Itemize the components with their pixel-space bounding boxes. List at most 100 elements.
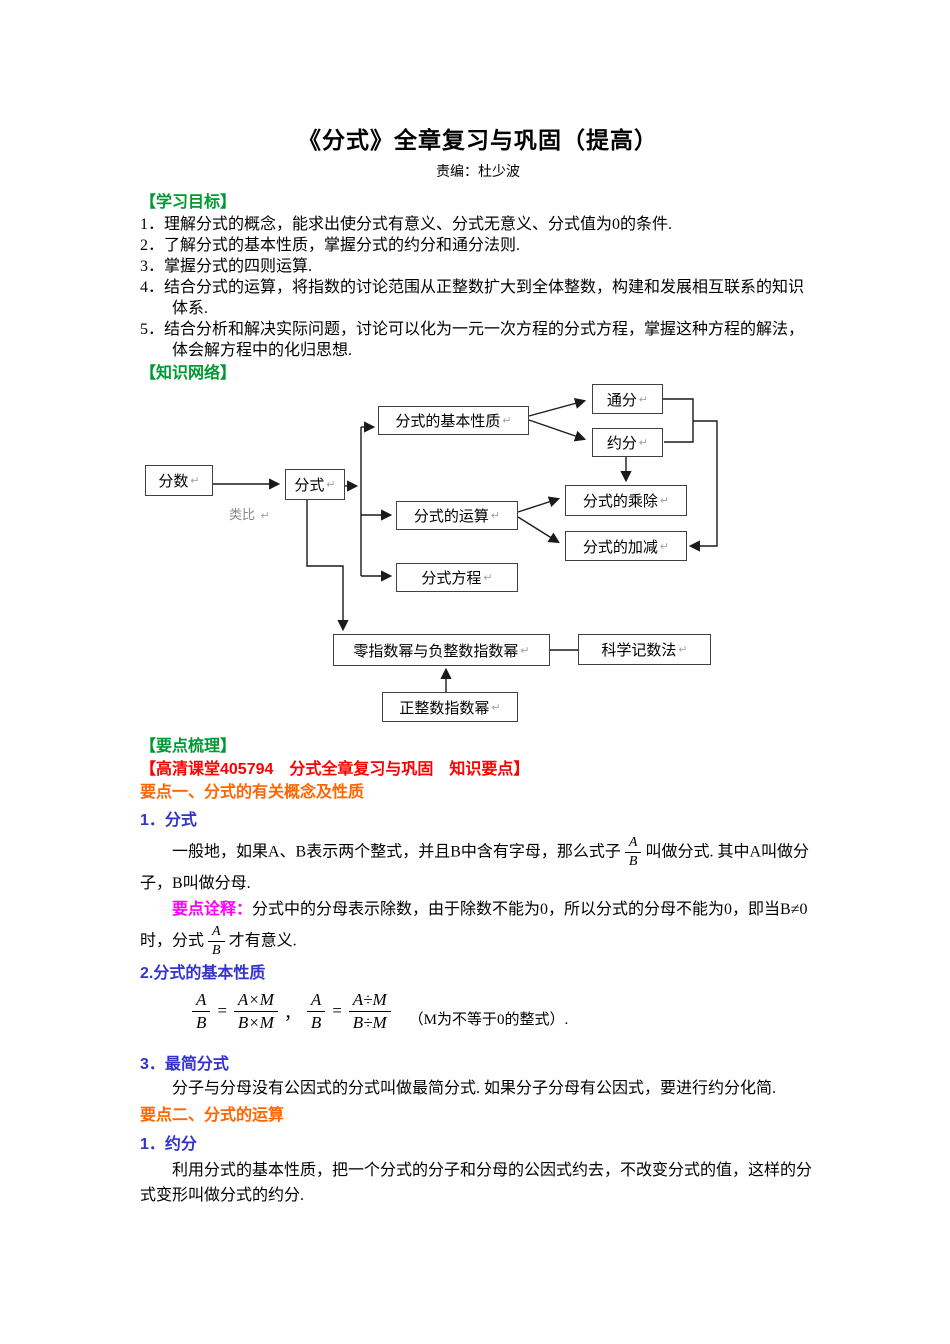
list-item: 4．结合分式的运算，将指数的讨论范围从正整数扩大到全体整数，构建和发展相互联系的… [140, 279, 805, 317]
connector-basic-tongfen [528, 397, 587, 417]
return-mark: ↵ [260, 510, 270, 522]
analogy-text: 类比 [229, 507, 256, 522]
node-fraction-number: 分数↵ [145, 465, 213, 496]
connector-yunsuan-jiajian [517, 516, 560, 544]
diagram-connectors [213, 397, 718, 692]
objectives-list: 1．理解分式的概念，能求出使分式有意义、分式无意义、分式值为0的条件. 2．了解… [140, 214, 816, 361]
return-mark: ↵ [638, 437, 649, 449]
node-yunsuan: 分式的运算↵ [396, 501, 518, 530]
fraction-numerator: A [192, 990, 211, 1012]
return-mark: ↵ [190, 475, 200, 487]
node-fangcheng: 分式方程↵ [396, 563, 518, 592]
node-fenshi: 分式↵ [285, 469, 345, 500]
node-tongfen: 通分↵ [592, 384, 663, 414]
fraction-denominator: B [628, 854, 638, 870]
node-scientific-notation: 科学记数法↵ [578, 634, 711, 665]
simplest-fraction-paragraph: 分子与分母没有公因式的分式叫做最简分式. 如果分子分母有公因式，要进行约分化简. [172, 1080, 777, 1098]
heading-objectives: 【学习目标】 [140, 194, 237, 211]
key-annotation-paragraph: 要点诠释：分式中的分母表示除数，由于除数不能为0，所以分式的分母不能为0，即当B… [140, 898, 816, 961]
formula-condition-note: （M为不等于0的整式）. [408, 1012, 569, 1029]
node-zero-negative-exponent: 零指数幂与负整数指数幂↵ [333, 634, 550, 666]
list-item: 5．结合分析和解决实际问题，讨论可以化为一元一次方程的分式方程，掌握这种方程的解… [140, 321, 805, 359]
return-mark: ↵ [491, 701, 501, 714]
node-label: 通分 [606, 391, 637, 409]
fraction-numerator: A [624, 835, 642, 854]
fraction-denominator: B [310, 1012, 322, 1032]
heading-hd-classroom: 【高清课堂405794 分式全章复习与巩固 知识要点】 [140, 761, 530, 778]
analogy-label: 类比 ↵ [229, 504, 270, 523]
node-label: 分式 [294, 477, 325, 494]
return-mark: ↵ [659, 495, 670, 507]
equals-sign: = [331, 1001, 343, 1021]
node-label: 分式的基本性质 [395, 413, 501, 430]
return-mark: ↵ [502, 415, 512, 427]
annotation-label: 要点诠释： [172, 901, 253, 919]
connector-bracket-jiajian [688, 420, 718, 552]
list-item: 3．掌握分式的四则运算. [140, 258, 313, 275]
heading-simplest-fraction: 3．最简分式 [140, 1056, 229, 1074]
fraction-denominator: B [196, 1012, 207, 1032]
node-label: 正整数指数幂 [399, 699, 490, 717]
document-body: 《分式》全章复习与巩固（提高） 责编：杜少波 【学习目标】 1．理解分式的概念，… [140, 120, 816, 1208]
node-chengchu: 分式的乘除↵ [565, 485, 687, 516]
definition-text-after: 叫做分式. 其中A叫做分子，B叫做分母. [140, 843, 810, 893]
return-mark: ↵ [638, 393, 649, 406]
heading-basic-property: 2.分式的基本性质 [140, 965, 266, 983]
reduction-paragraph: 利用分式的基本性质，把一个分式的分子和分母的公因式约去，不改变分式的值，这样的分… [140, 1162, 813, 1205]
node-label: 分式方程 [421, 570, 482, 587]
knowledge-network-diagram: 分数↵ 分式↵ 分式的基本性质↵ 通分↵ 约分↵ 分式的运算↵ 分式的乘除↵ 分… [0, 376, 950, 736]
return-mark: ↵ [490, 510, 501, 522]
annotation-line1: 分式中的分母表示除数，由于除数不能为0，所以分式的分母不能为0，即 [252, 901, 765, 919]
heading-yuefen: 1．约分 [140, 1136, 197, 1154]
connector-basic-yuefen [528, 419, 587, 442]
node-yuefen: 约分↵ [592, 428, 663, 457]
list-item: 2．了解分式的基本性质，掌握分式的约分和通分法则. [140, 237, 521, 254]
fraction-numerator: A×M [233, 990, 278, 1012]
heading-fenshi: 1．分式 [140, 812, 197, 829]
return-mark: ↵ [483, 572, 493, 584]
page-title: 《分式》全章复习与巩固（提高） [298, 127, 658, 153]
heading-point-one: 要点一、分式的有关概念及性质 [140, 784, 365, 801]
definition-text-before: 一般地，如果A、B表示两个整式，并且B中含有字母，那么式子 [172, 843, 621, 861]
fraction-denominator: B [212, 943, 221, 959]
return-mark: ↵ [520, 644, 530, 657]
connector-fenshi-zhishumi [306, 500, 349, 632]
node-label: 分式的加减 [582, 538, 658, 556]
heading-knowledge-network: 【知识网络】 [140, 365, 237, 382]
node-label: 零指数幂与负整数指数幂 [353, 642, 519, 660]
fraction-denominator: B×M [237, 1012, 274, 1032]
equals-sign: = [216, 1001, 228, 1021]
heading-key-points: 【要点梳理】 [140, 738, 237, 755]
node-label: 分式的乘除 [582, 493, 658, 510]
node-jiajian: 分式的加减↵ [565, 531, 687, 561]
return-mark: ↵ [659, 540, 670, 553]
node-label: 分式的运算 [413, 508, 489, 525]
node-label: 科学记数法 [601, 642, 677, 659]
annotation-line2-before: 当B≠0时，分式 [140, 901, 808, 950]
comma-separator: ， [283, 1003, 301, 1023]
node-positive-exponent: 正整数指数幂↵ [382, 692, 518, 722]
connector-yunsuan-chengchu [517, 496, 561, 513]
connector-tongfen-yuefen-bracket [663, 398, 694, 443]
list-item: 1．理解分式的概念，能求出使分式有意义、分式无意义、分式值为0的条件. [140, 216, 673, 233]
node-label: 约分 [606, 435, 637, 452]
node-basic-property: 分式的基本性质↵ [378, 406, 529, 435]
return-mark: ↵ [326, 479, 336, 491]
annotation-line2-after: 才有意义. [228, 932, 297, 950]
fraction-numerator: A÷M [348, 990, 391, 1012]
fraction-numerator: A [306, 990, 326, 1012]
heading-point-two: 要点二、分式的运算 [140, 1107, 285, 1125]
node-label: 分数 [158, 473, 189, 490]
fraction-numerator: A [208, 924, 225, 943]
return-mark: ↵ [678, 644, 688, 656]
editor-byline: 责编：杜少波 [436, 165, 520, 180]
